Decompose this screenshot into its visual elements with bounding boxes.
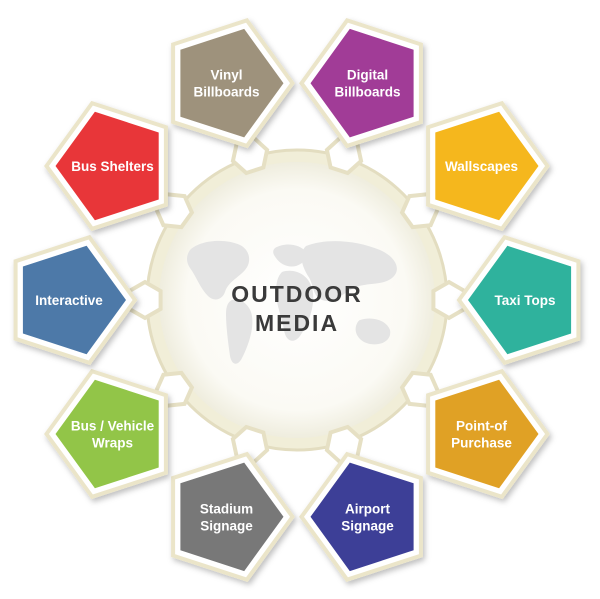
category-item: Bus Shelters bbox=[44, 100, 168, 232]
category-label: Wallscapes bbox=[445, 159, 518, 174]
category-pentagon bbox=[180, 462, 284, 572]
category-label: Billboards bbox=[334, 85, 400, 100]
category-label: Vinyl bbox=[210, 68, 242, 83]
category-item: Interactive bbox=[13, 234, 138, 366]
category-label: Signage bbox=[341, 518, 394, 533]
category-pentagon bbox=[310, 28, 414, 138]
category-pentagon bbox=[180, 28, 284, 138]
category-pentagon bbox=[435, 379, 539, 489]
category-label: Purchase bbox=[451, 436, 512, 451]
category-label: Digital bbox=[347, 68, 388, 83]
category-label: Bus Shelters bbox=[71, 159, 154, 174]
category-item: Wallscapes bbox=[426, 100, 550, 232]
category-label: Airport bbox=[345, 501, 391, 516]
center-title-line1: OUTDOOR bbox=[231, 281, 363, 307]
category-label: Bus / Vehicle bbox=[71, 419, 155, 434]
category-pentagon bbox=[435, 111, 539, 221]
center-hub: OUTDOOR MEDIA bbox=[145, 148, 449, 452]
category-label: Stadium bbox=[200, 501, 253, 516]
category-label: Taxi Tops bbox=[494, 293, 555, 308]
category-label: Wraps bbox=[92, 436, 133, 451]
world-map-icon bbox=[187, 240, 397, 364]
category-label: Signage bbox=[200, 518, 253, 533]
category-pentagon bbox=[55, 111, 159, 221]
category-item: Taxi Tops bbox=[456, 234, 581, 366]
category-label: Billboards bbox=[193, 85, 259, 100]
category-pentagon bbox=[22, 245, 126, 355]
category-label: Point-of bbox=[456, 419, 507, 434]
category-label: Interactive bbox=[35, 293, 103, 308]
category-pentagon bbox=[55, 379, 159, 489]
center-title-line2: MEDIA bbox=[255, 310, 339, 336]
category-pentagon bbox=[310, 462, 414, 572]
category-pentagon bbox=[468, 245, 572, 355]
